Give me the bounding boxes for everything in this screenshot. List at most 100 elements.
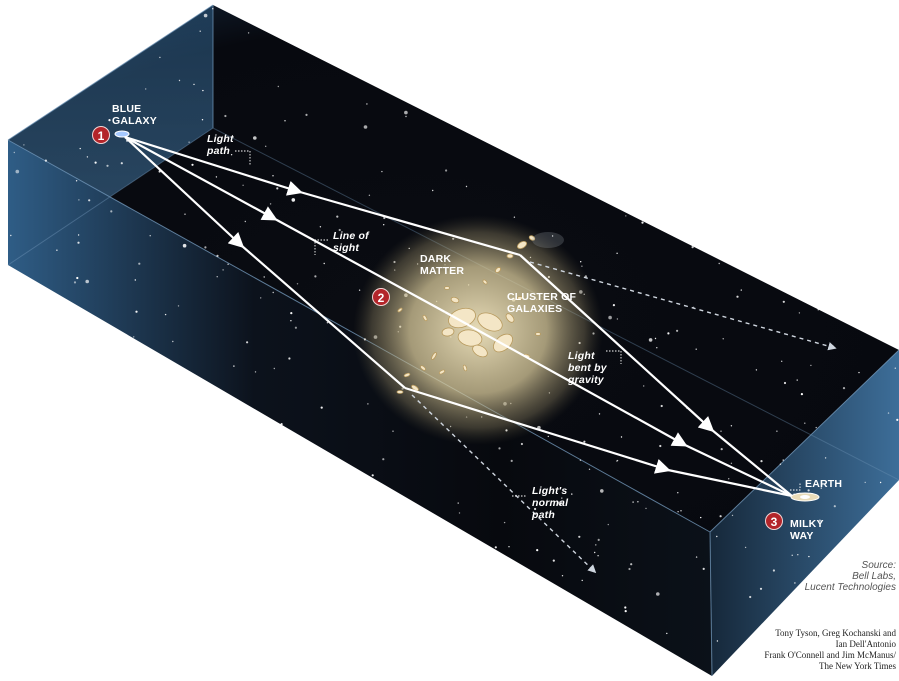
star (641, 221, 644, 224)
star (79, 147, 81, 150)
star (367, 403, 369, 405)
credit-line-3: Frank O'Connell and Jim McManus/ (764, 650, 896, 660)
star (508, 546, 510, 548)
star (588, 468, 591, 470)
star (314, 275, 317, 278)
star (700, 516, 702, 519)
star (212, 8, 214, 10)
star (272, 175, 274, 177)
star (776, 430, 778, 432)
star (445, 169, 448, 172)
star (277, 85, 279, 88)
star (10, 234, 12, 237)
star (579, 459, 582, 461)
star (759, 587, 763, 590)
star (498, 447, 501, 450)
star (177, 305, 180, 307)
star (607, 523, 609, 526)
star (804, 422, 806, 424)
star (276, 187, 279, 190)
star (222, 269, 224, 271)
star (56, 249, 58, 251)
star (760, 460, 763, 463)
star (178, 79, 181, 82)
star (494, 546, 497, 549)
star (319, 226, 322, 228)
star (106, 164, 109, 167)
star (336, 215, 339, 218)
star (730, 425, 733, 427)
star (13, 151, 15, 154)
star (75, 180, 78, 182)
star (779, 463, 782, 465)
star (645, 507, 647, 510)
star (864, 481, 866, 484)
star (797, 554, 799, 556)
star (77, 241, 80, 244)
star (149, 235, 151, 237)
star (164, 313, 167, 316)
star (691, 246, 694, 249)
star (133, 336, 135, 338)
star (794, 582, 796, 584)
credits: Tony Tyson, Greg Kochanski and Ian Dell'… (764, 628, 896, 672)
star (608, 315, 612, 320)
marker-3-badge: 3 (765, 512, 783, 530)
star (731, 514, 734, 517)
star (887, 412, 890, 414)
star (817, 309, 819, 311)
star (654, 337, 657, 340)
star (383, 216, 386, 220)
star (561, 575, 564, 577)
star (159, 56, 161, 59)
star (290, 320, 292, 322)
star (363, 125, 368, 129)
star (600, 489, 604, 493)
star (728, 478, 730, 480)
star (383, 224, 385, 226)
star (110, 210, 113, 213)
star (404, 110, 408, 115)
star (520, 442, 524, 446)
star (716, 535, 718, 538)
star (894, 367, 896, 369)
star (368, 194, 371, 196)
credit-line-2: Ian Dell'Antonio (835, 639, 896, 649)
star (88, 199, 91, 202)
star (172, 340, 174, 343)
star (718, 262, 720, 265)
star (798, 312, 801, 314)
star (188, 141, 190, 143)
star (818, 519, 822, 522)
star (323, 262, 325, 265)
star (503, 521, 506, 524)
star (624, 610, 627, 613)
star (224, 114, 227, 118)
star (145, 88, 147, 90)
star (833, 505, 836, 508)
credit-line-4: The New York Times (818, 661, 896, 671)
star (781, 360, 783, 362)
star (624, 606, 627, 609)
light-paths (124, 135, 793, 498)
star (702, 567, 705, 571)
star (858, 371, 860, 374)
star (561, 497, 563, 499)
star (230, 154, 233, 156)
star (666, 632, 668, 635)
star (247, 32, 250, 34)
star (800, 393, 804, 396)
star (896, 418, 899, 421)
star (632, 501, 634, 503)
star (191, 163, 194, 166)
star (782, 300, 785, 303)
star (290, 312, 293, 315)
star (695, 348, 697, 350)
normal-paths (411, 261, 837, 574)
star (660, 404, 663, 408)
star (392, 430, 394, 432)
star (552, 559, 555, 562)
milky-way-label: MILKY WAY (790, 518, 824, 542)
